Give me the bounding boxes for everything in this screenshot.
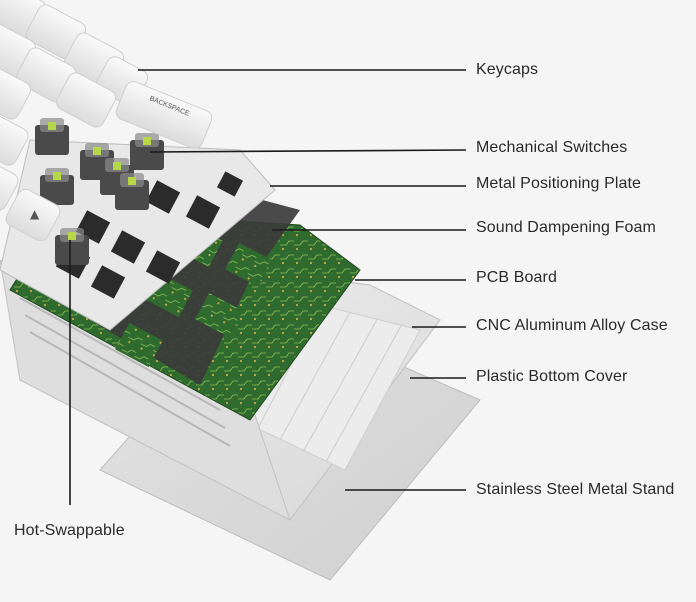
- switch: [35, 118, 69, 155]
- label-metal-plate: Metal Positioning Plate: [476, 175, 642, 192]
- case-vents: [19, 297, 231, 447]
- switch: [115, 173, 149, 210]
- mechanical-switches: [35, 118, 164, 265]
- label-hot-swappable: Hot-Swappable: [14, 522, 125, 539]
- switch: [55, 228, 89, 265]
- label-aluminum-case: CNC Aluminum Alloy Case: [476, 317, 668, 334]
- label-sound-foam: Sound Dampening Foam: [476, 219, 656, 236]
- switch: [130, 133, 164, 170]
- leader-lines: [69, 69, 467, 505]
- label-pcb-board: PCB Board: [476, 269, 557, 286]
- keycaps: [0, 0, 213, 242]
- switch: [40, 168, 74, 205]
- label-metal-stand: Stainless Steel Metal Stand: [476, 481, 675, 498]
- label-keycaps: Keycaps: [476, 61, 539, 78]
- arrow-glyph: ▲: [30, 207, 40, 221]
- tray-ribs: [257, 305, 403, 463]
- label-bottom-cover: Plastic Bottom Cover: [476, 368, 628, 385]
- label-mechanical-switches: Mechanical Switches: [476, 139, 628, 156]
